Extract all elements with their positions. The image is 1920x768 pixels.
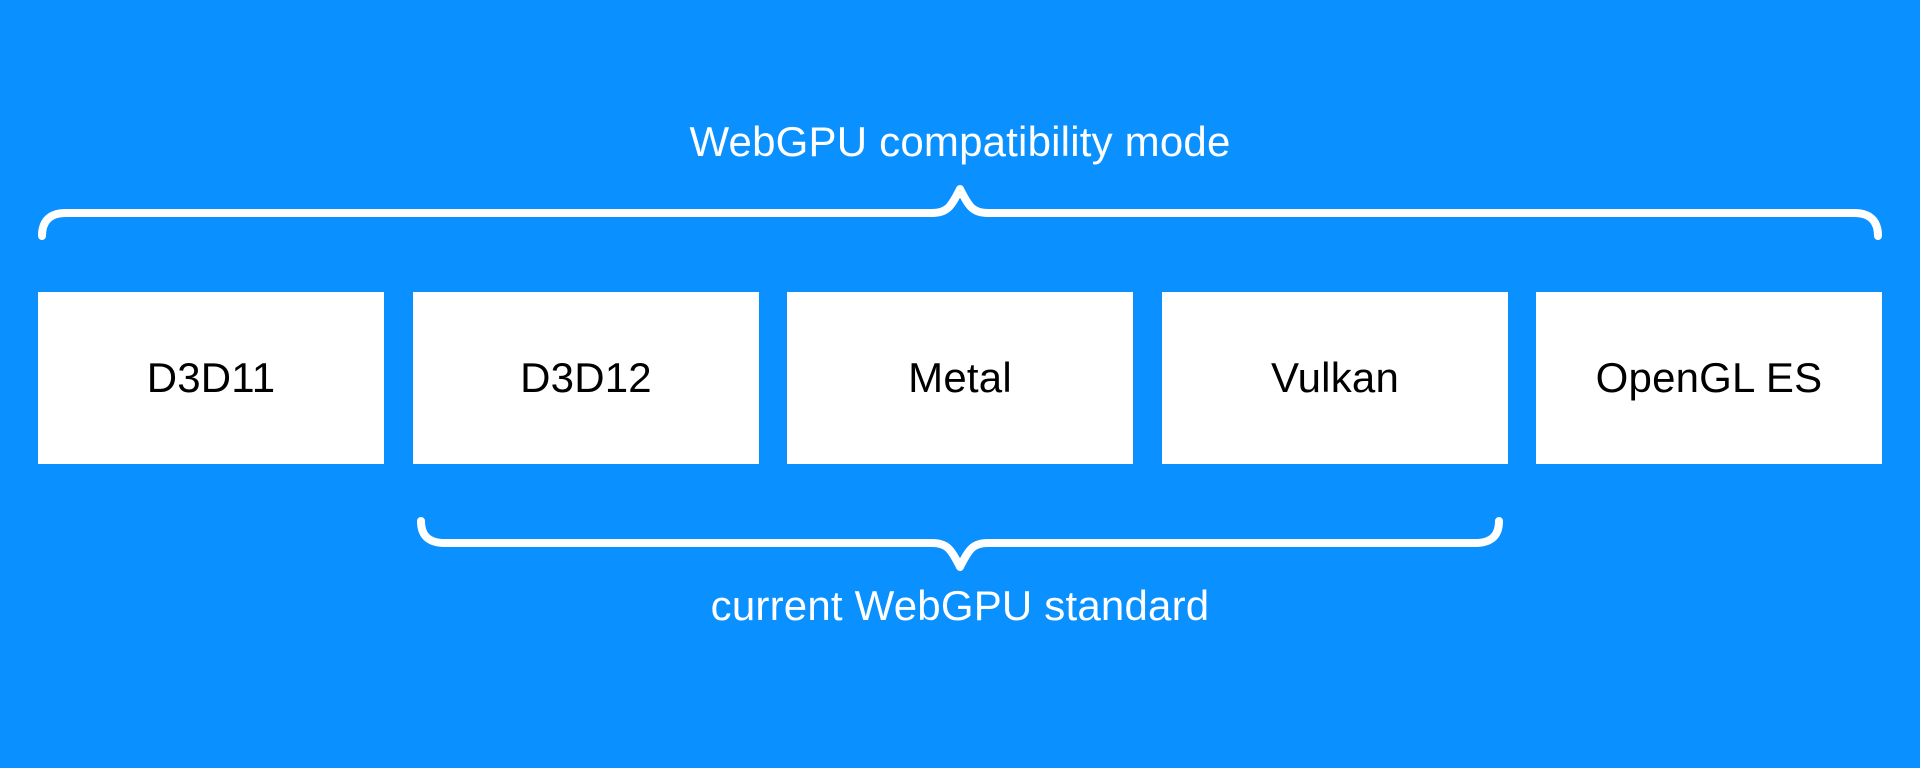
api-box-label: Metal [908,354,1012,401]
api-box-opengl-es: OpenGL ES [1536,292,1882,464]
api-box-metal: Metal [787,292,1133,464]
api-box-label: D3D12 [520,354,652,401]
diagram-title: WebGPU compatibility mode [689,118,1231,165]
api-box-d3d11: D3D11 [38,292,384,464]
top-brace-icon [38,185,1882,240]
api-box-label: OpenGL ES [1595,354,1823,401]
bottom-brace-icon [417,517,1503,571]
api-box-d3d12: D3D12 [413,292,759,464]
api-box-label: D3D11 [146,354,276,401]
bottom-brace-caption: current WebGPU standard [710,582,1210,629]
api-box-vulkan: Vulkan [1162,292,1508,464]
api-box-label: Vulkan [1270,354,1400,401]
